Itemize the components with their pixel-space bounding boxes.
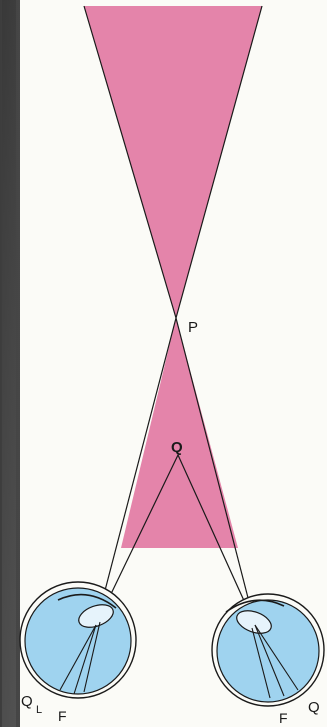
label-F-right: F xyxy=(279,710,288,726)
field-lower xyxy=(121,318,238,548)
label-QL-subscript: L xyxy=(36,704,42,716)
label-Q: Q xyxy=(171,439,183,456)
left-eye xyxy=(20,582,136,698)
label-P: P xyxy=(188,319,198,336)
left-eye-inner xyxy=(25,588,131,694)
label-F-left: F xyxy=(58,708,67,724)
right-eye xyxy=(212,594,324,706)
right-eye-inner xyxy=(217,600,319,702)
field-upper xyxy=(84,6,262,318)
label-QR: Q xyxy=(308,699,320,716)
label-QL: Q xyxy=(21,693,33,710)
